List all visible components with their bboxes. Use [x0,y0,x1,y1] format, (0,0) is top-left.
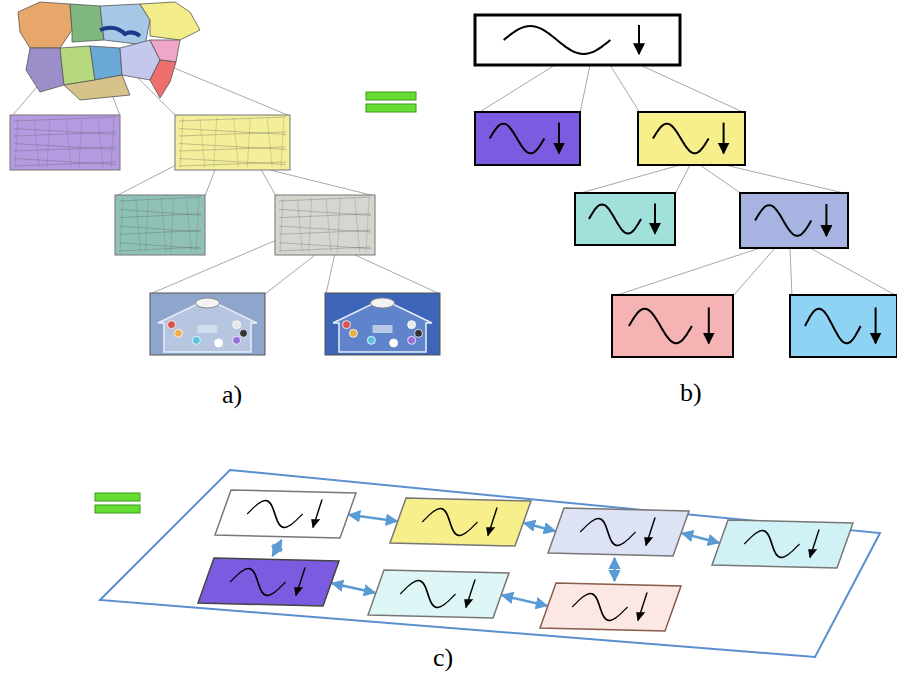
down-arrow-symbol [296,568,305,596]
down-arrow-symbol [708,307,710,343]
model-box [475,15,680,65]
sine-symbol [396,581,460,608]
map-region [18,2,72,48]
map-region [26,48,64,92]
tree-line [810,248,897,296]
sine-symbol [504,26,611,54]
sine-symbol [243,501,307,528]
tree-line [205,170,215,196]
map-region [150,60,176,98]
flat-plane [100,470,880,657]
link-arrow [273,540,282,556]
link-arrow [613,558,616,581]
map-region [60,46,95,85]
model-box [612,295,733,357]
model-tree [475,15,897,357]
panel-label: c) [433,645,453,671]
map-region [100,4,150,45]
model-box [575,193,675,245]
sine-symbol [629,309,692,344]
sine-symbol [653,124,709,154]
tree-line [150,58,290,116]
map-region [90,46,122,80]
sine-symbol [226,569,290,596]
link-arrow [332,583,375,593]
sine-symbol [740,531,804,558]
tree-line [640,65,745,113]
sine-symbol [805,309,861,344]
map-tile [10,115,120,170]
down-arrow-symbol [558,123,560,154]
equals-sign [366,92,416,100]
home-tile [150,293,265,355]
tree-line [270,170,375,196]
map-tile [175,115,290,170]
tree-line [790,248,792,296]
down-arrow-symbol [654,203,656,233]
down-arrow-symbol [723,123,725,154]
tree-line [577,165,680,194]
tree-line [355,255,440,294]
panel-label: b) [680,380,702,406]
map-region [64,75,130,100]
home-tile [325,293,440,355]
down-arrow-symbol [810,530,819,558]
down-arrow-symbol [488,508,497,536]
sine-symbol [418,509,482,536]
model-box [390,498,531,546]
link-arrow [682,533,719,543]
model-box [198,558,339,606]
tree-line [478,65,555,113]
equals-sign [95,493,140,501]
tree-line [265,255,315,294]
sine-symbol [490,124,545,154]
tree-line [610,65,640,113]
link-arrow [502,595,547,605]
down-arrow-symbol [825,204,827,236]
model-box [540,583,681,631]
tree-line [614,248,760,296]
sine-symbol [755,205,811,236]
tree-line [675,165,690,194]
map-tile [115,195,205,255]
link-arrow [524,523,555,531]
model-box [368,570,509,618]
model-box [548,508,689,556]
sine-symbol [576,519,640,546]
map-tree [10,2,440,355]
sine-symbol [568,594,632,621]
map-region [70,4,104,42]
equals-sign [366,104,416,112]
map-region [150,40,180,62]
down-arrow-symbol [646,518,655,546]
tree-line [725,165,848,194]
tree-line [700,165,742,194]
model-box [740,193,848,248]
model-box [215,490,356,538]
model-box [638,112,745,165]
great-lakes [100,28,140,36]
panel-label: a) [222,382,242,408]
equals-sign [95,505,140,513]
model-box [475,112,580,165]
map-tile [275,195,375,255]
down-arrow-symbol [638,593,647,621]
model-box [712,520,853,568]
tree-line [580,65,590,113]
down-arrow-symbol [313,500,322,528]
model-box [790,295,897,357]
down-arrow-symbol [466,580,475,608]
link-arrow [349,515,397,521]
map-region [140,2,200,40]
tree-line [733,248,775,296]
down-arrow-symbol [638,25,640,54]
sine-symbol [589,205,641,234]
down-arrow-symbol [875,307,877,343]
